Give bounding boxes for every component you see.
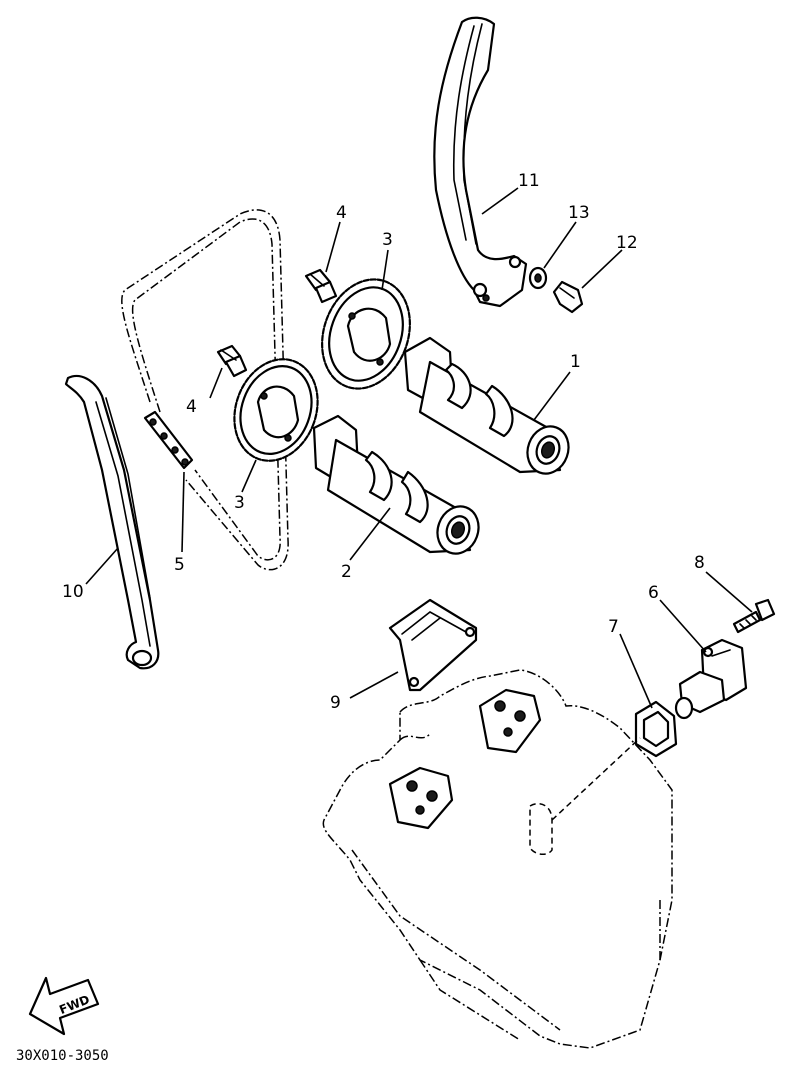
label-tensioner-bolt: 8 (694, 553, 705, 573)
label-guide-bolt: 12 (616, 233, 638, 253)
label-gasket: 7 (608, 617, 619, 637)
label-camshaft-1: 1 (570, 352, 581, 372)
tensioner-gasket (634, 700, 678, 758)
cylinder-head-outline (322, 669, 673, 1049)
forward-arrow-icon: FWD (28, 976, 100, 1036)
label-sprocket-upper: 3 (382, 230, 393, 250)
label-tensioner: 6 (648, 583, 659, 603)
cam-chain-outline (121, 209, 289, 571)
chain-guide-upper (433, 16, 528, 308)
camshaft-2 (312, 414, 480, 555)
sprocket-bolt-lower (216, 344, 248, 378)
chain-guide-rear (64, 374, 160, 670)
tensioner-bolt (732, 598, 776, 634)
label-cover-plate: 9 (330, 693, 341, 713)
label-chain-guide-upper: 11 (518, 171, 540, 191)
label-bolt-upper: 4 (336, 203, 347, 223)
label-camshaft-2: 2 (341, 562, 352, 582)
leader-lines (85, 187, 753, 709)
label-bolt-lower: 4 (186, 397, 197, 417)
cam-sprocket-lower (233, 358, 319, 462)
cylinder-head-cam-holders (388, 688, 542, 830)
sprocket-bolt-upper (304, 268, 338, 304)
diagram-code: 30X010-3050 (16, 1048, 109, 1064)
label-guide-washer: 13 (568, 203, 590, 223)
chain-joint (143, 410, 194, 470)
guide-washer (528, 266, 548, 290)
part-number-labels: 1 2 3 3 4 4 5 6 7 8 9 10 11 12 13 (62, 171, 705, 713)
camshaft-1 (403, 336, 570, 475)
label-sprocket-lower: 3 (234, 493, 245, 513)
label-chain-guide-rear: 10 (62, 582, 84, 602)
chain-tensioner (674, 638, 748, 720)
guide-bolt (552, 280, 584, 314)
cam-sprocket-upper (321, 278, 411, 390)
cover-plate (388, 598, 478, 692)
label-chain-joint: 5 (174, 555, 185, 575)
